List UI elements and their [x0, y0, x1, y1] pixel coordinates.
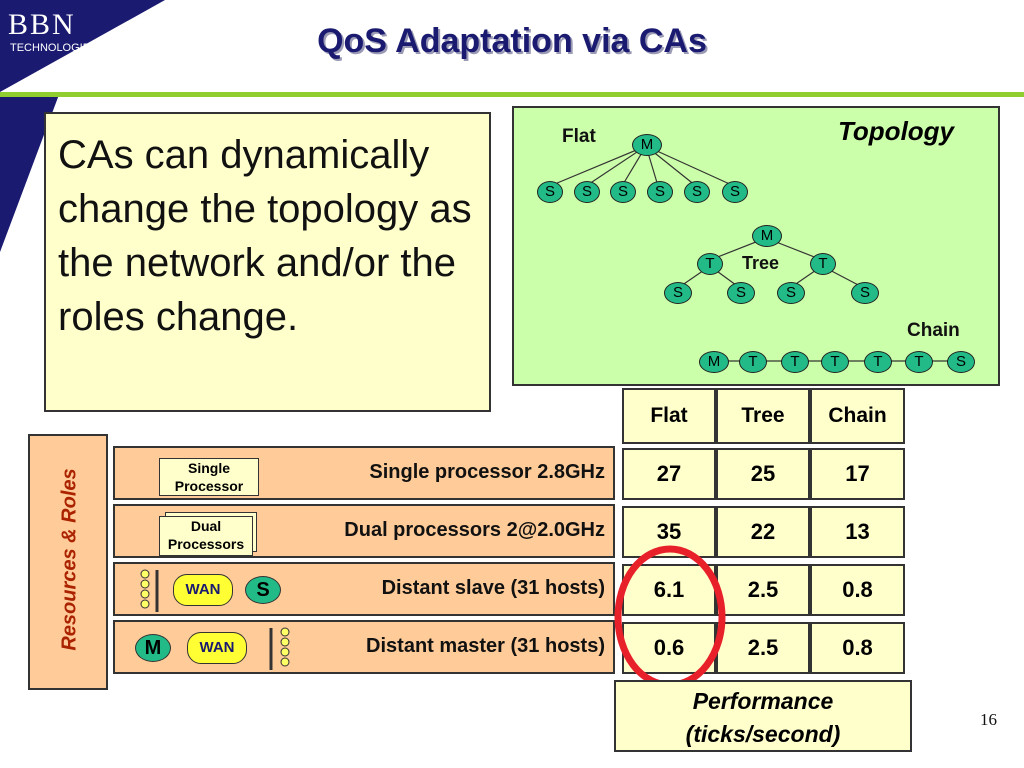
table-cell: 0.8: [810, 564, 905, 616]
chain-node: T: [821, 351, 849, 373]
flat-slave-node: S: [574, 181, 600, 203]
tree-label: Tree: [742, 253, 780, 273]
chain-node: T: [739, 351, 767, 373]
table-cell: 6.1: [622, 564, 716, 616]
column-header-flat: Flat: [622, 388, 716, 444]
page-number: 16: [980, 710, 997, 729]
table-cell: 22: [716, 506, 810, 558]
title-rule: [0, 92, 1024, 97]
wan-cloud-icon: WAN: [187, 632, 247, 664]
flat-slave-node: S: [684, 181, 710, 203]
chain-node: S: [947, 351, 975, 373]
wan-cloud-icon: WAN: [173, 574, 233, 606]
table-row: M WAN Distant master (31 hosts): [113, 620, 615, 674]
single-processor-icon: Single Processor: [159, 458, 259, 496]
chain-label: Chain: [907, 320, 960, 341]
row-label: Dual processors 2@2.0GHz: [344, 519, 605, 541]
highlight-ellipse: [614, 545, 726, 689]
slave-role-badge: S: [245, 576, 281, 604]
chain-node: T: [781, 351, 809, 373]
performance-line: Performance: [692, 688, 834, 714]
table-row: Dual Processors Dual processors 2@2.0GHz: [113, 504, 615, 558]
column-header-chain: Chain: [810, 388, 905, 444]
header: [0, 0, 1024, 92]
topology-panel: [512, 106, 1000, 386]
tree-mid-node: T: [810, 253, 836, 275]
side-label: Resources & Roles: [58, 468, 81, 651]
logo-main: BBN: [8, 8, 76, 41]
tree-leaf-node: S: [727, 282, 755, 304]
table-row: Single Processor Single processor 2.8GHz: [113, 446, 615, 500]
body-text: CAs can dynamically change the topology …: [44, 112, 491, 412]
dual-processor-icon: Dual Processors: [159, 516, 253, 556]
tree-master-node: M: [752, 225, 782, 247]
flat-label: Flat: [562, 126, 596, 147]
icon-line: Single: [187, 460, 230, 476]
row-label: Distant master (31 hosts): [366, 635, 605, 657]
flat-slave-node: S: [610, 181, 636, 203]
row-label: Single processor 2.8GHz: [369, 461, 605, 483]
performance-line: (ticks/second): [685, 721, 841, 747]
column-header-tree: Tree: [716, 388, 810, 444]
tree-leaf-node: S: [777, 282, 805, 304]
chain-node: T: [864, 351, 892, 373]
table-cell: 13: [810, 506, 905, 558]
flat-master-node: M: [632, 134, 662, 156]
flat-slave-node: S: [537, 181, 563, 203]
icon-line: Processors: [167, 536, 245, 552]
table-cell: 25: [716, 448, 810, 500]
table-cell: 27: [622, 448, 716, 500]
chain-node: T: [905, 351, 933, 373]
icon-line: Dual: [190, 518, 222, 534]
logo-background: [0, 0, 165, 92]
tree-leaf-node: S: [851, 282, 879, 304]
host-cluster-icon: [269, 627, 290, 670]
row-label: Distant slave (31 hosts): [381, 577, 605, 599]
icon-line: Processor: [174, 478, 244, 494]
tree-leaf-node: S: [664, 282, 692, 304]
topology-heading: Topology: [838, 116, 955, 146]
host-cluster-icon: [140, 569, 159, 612]
slide-title: QoS Adaptation via CAs: [317, 22, 707, 60]
table-cell: 17: [810, 448, 905, 500]
flat-slave-node: S: [722, 181, 748, 203]
table-cell: 0.8: [810, 622, 905, 674]
tree-mid-node: T: [697, 253, 723, 275]
chain-node: M: [699, 351, 729, 373]
logo-sub: TECHNOLOGIES: [10, 42, 98, 54]
table-cell: 2.5: [716, 564, 810, 616]
master-role-badge: M: [135, 634, 171, 662]
performance-caption: Performance (ticks/second): [614, 680, 912, 752]
side-label-panel: [28, 434, 108, 690]
flat-slave-node: S: [647, 181, 673, 203]
topology-links: [549, 145, 957, 362]
table-row: WAN S Distant slave (31 hosts): [113, 562, 615, 616]
